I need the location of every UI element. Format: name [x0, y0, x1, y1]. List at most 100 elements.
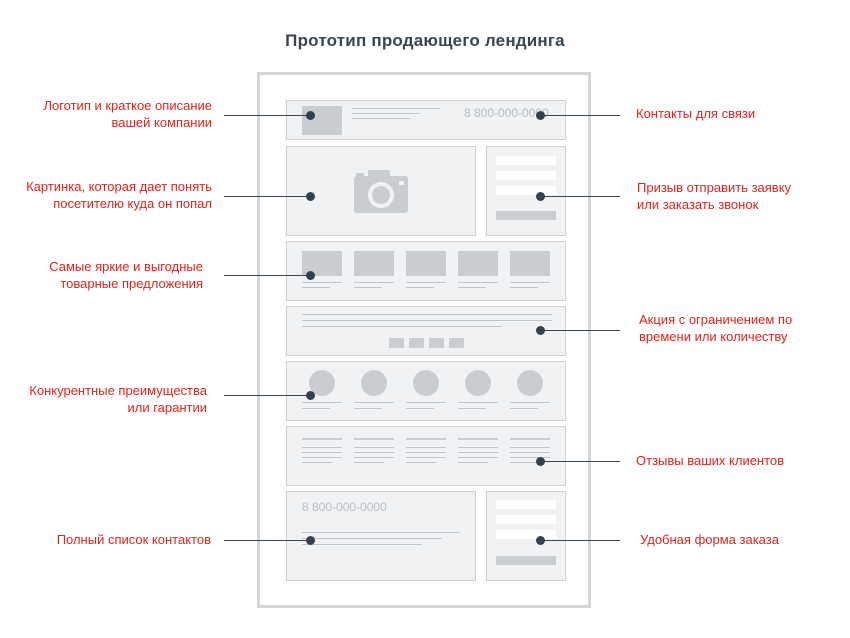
promo-text-line — [302, 320, 552, 321]
advantage-text-line — [458, 402, 498, 403]
promo-text-line — [302, 314, 552, 315]
connector-line — [540, 540, 620, 541]
review-title-line — [302, 438, 342, 440]
connector-line — [540, 196, 620, 197]
advantage-text-line — [510, 408, 538, 409]
advantage-text-line — [406, 402, 446, 403]
review-text-line — [510, 457, 550, 458]
label-line: Полный список контактов — [56, 532, 211, 547]
advantage-icon — [517, 370, 543, 396]
footer-phone: 8 800-000-0000 — [302, 500, 387, 514]
connector-line — [540, 461, 620, 462]
review-text-line — [406, 457, 446, 458]
dot-icon — [306, 391, 315, 400]
review-text-line — [458, 462, 488, 463]
product-image — [406, 251, 446, 276]
review-text-line — [354, 447, 394, 448]
timer-box — [429, 338, 444, 348]
connector-line — [224, 540, 311, 541]
advantage-text-line — [354, 402, 394, 403]
product-text-line — [354, 282, 394, 283]
form-field — [496, 186, 556, 195]
dot-icon — [536, 536, 545, 545]
product-image — [354, 251, 394, 276]
review-text-line — [406, 447, 446, 448]
label-hero-image: Картинка, которая дает понять посетителю… — [26, 178, 212, 212]
header-phone: 8 800-000-0000 — [464, 106, 549, 120]
timer-box — [409, 338, 424, 348]
review-text-line — [302, 462, 332, 463]
review-title-line — [354, 438, 394, 440]
connector-line — [224, 115, 311, 116]
label-offers: Самые яркие и выгодные товарные предложе… — [49, 258, 203, 292]
review-title-line — [458, 438, 498, 440]
label-promo: Акция с ограничением по времени или коли… — [639, 311, 792, 345]
connector-line — [540, 115, 620, 116]
review-text-line — [302, 452, 342, 453]
dot-icon — [306, 536, 315, 545]
advantage-icon — [465, 370, 491, 396]
advantage-text-line — [302, 408, 330, 409]
review-text-line — [458, 447, 498, 448]
label-advantages: Конкурентные преимущества или гарантии — [29, 382, 207, 416]
dot-icon — [536, 192, 545, 201]
advantage-text-line — [458, 408, 486, 409]
form-field — [496, 530, 556, 539]
product-text-line — [406, 287, 434, 288]
contact-text-line — [302, 544, 422, 545]
form-submit-placeholder — [496, 211, 556, 220]
label-order-form: Удобная форма заказа — [640, 531, 779, 548]
connector-line — [224, 275, 311, 276]
product-text-line — [302, 282, 342, 283]
product-text-line — [354, 287, 382, 288]
form-field — [496, 515, 556, 524]
form-field — [496, 156, 556, 165]
label-logo: Логотип и краткое описание вашей компани… — [43, 97, 212, 131]
label-line: Логотип и краткое описание — [43, 98, 212, 113]
dot-icon — [536, 326, 545, 335]
review-text-line — [510, 447, 550, 448]
label-line: или заказать звонок — [637, 197, 759, 212]
label-callback: Призыв отправить заявку или заказать зво… — [637, 179, 791, 213]
advantage-text-line — [302, 402, 342, 403]
dot-icon — [306, 192, 315, 201]
dot-icon — [536, 111, 545, 120]
product-image — [458, 251, 498, 276]
dot-icon — [306, 111, 315, 120]
advantage-text-line — [354, 408, 382, 409]
product-text-line — [510, 282, 550, 283]
label-line: Контакты для связи — [636, 106, 756, 121]
header-text-line — [352, 118, 410, 119]
advantage-text-line — [510, 402, 550, 403]
header-text-line — [352, 108, 440, 109]
dot-icon — [306, 271, 315, 280]
advantage-icon — [361, 370, 387, 396]
form-field — [496, 500, 556, 509]
review-text-line — [406, 462, 436, 463]
form-submit-placeholder — [496, 556, 556, 565]
camera-icon — [354, 170, 408, 213]
review-text-line — [510, 462, 540, 463]
contact-text-line — [302, 538, 442, 539]
timer-box — [389, 338, 404, 348]
promo-text-line — [302, 326, 502, 327]
logo-placeholder — [302, 106, 342, 135]
review-text-line — [302, 457, 342, 458]
connector-line — [540, 330, 620, 331]
review-text-line — [354, 462, 384, 463]
review-text-line — [354, 452, 394, 453]
label-line: Удобная форма заказа — [640, 532, 779, 547]
label-line: посетителю куда он попал — [53, 196, 212, 211]
label-reviews: Отзывы ваших клиентов — [636, 452, 784, 469]
form-field — [496, 171, 556, 180]
review-text-line — [510, 452, 550, 453]
product-text-line — [302, 287, 330, 288]
header-text-line — [352, 113, 420, 114]
product-image — [510, 251, 550, 276]
review-text-line — [302, 447, 342, 448]
label-line: Призыв отправить заявку — [637, 180, 792, 195]
connector-line — [224, 196, 311, 197]
label-line: или гарантии — [127, 400, 207, 415]
product-text-line — [510, 287, 538, 288]
label-line: Картинка, которая дает понять — [26, 179, 212, 194]
